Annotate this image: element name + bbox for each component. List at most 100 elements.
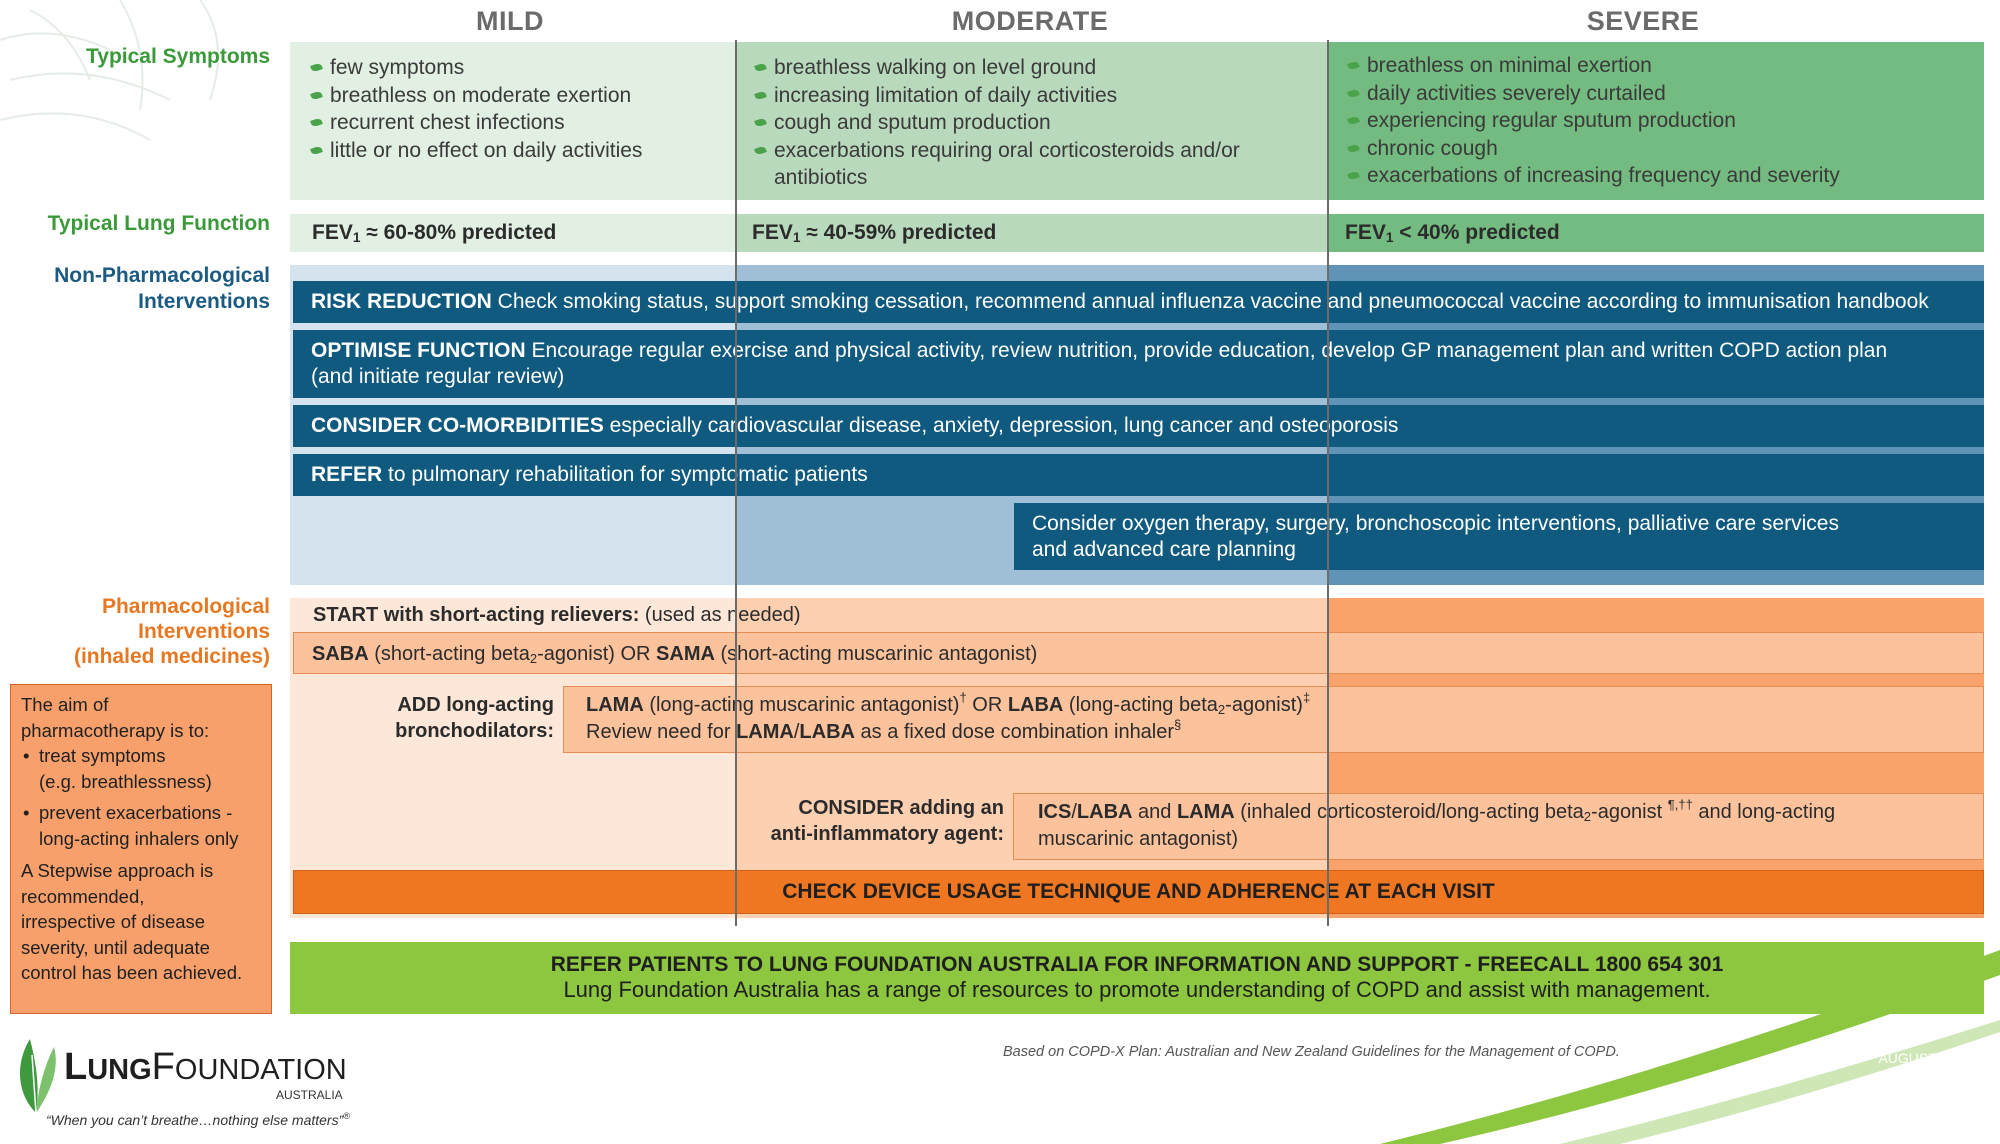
sama-text: (short-acting muscarinic antagonist) bbox=[714, 643, 1038, 665]
fev-moderate: FEV1 ≈ 40-59% predicted bbox=[736, 214, 1328, 252]
bar-text: especially cardiovascular disease, anxie… bbox=[603, 414, 1399, 437]
list-item: little or no effect on daily activities bbox=[308, 137, 735, 165]
row-label-pharm-line1: Pharmacological bbox=[101, 595, 270, 618]
slash: / bbox=[1071, 801, 1077, 823]
saba-text: -agonist) OR bbox=[537, 643, 657, 665]
refer-lung-foundation-banner: REFER PATIENTS TO LUNG FOUNDATION AUSTRA… bbox=[290, 942, 1984, 1014]
risk-reduction-bar: RISK REDUCTION Check smoking status, sup… bbox=[293, 281, 1984, 323]
review-text: Review need for bbox=[586, 721, 737, 743]
review-text: as a fixed dose combination inhaler bbox=[854, 721, 1175, 743]
oxygen-therapy-bar: Consider oxygen therapy, surgery, bronch… bbox=[1014, 503, 1984, 570]
row-label-pharm: Pharmacological Interventions (inhaled m… bbox=[10, 594, 270, 669]
lama-text: (long-acting muscarinic antagonist) bbox=[643, 694, 960, 716]
label-line: CONSIDER adding an bbox=[798, 797, 1004, 819]
fev-subscript: 1 bbox=[1385, 230, 1394, 245]
co-morbidities-bar: CONSIDER CO-MORBIDITIES especially cardi… bbox=[293, 405, 1984, 447]
row-label-pharm-line2: Interventions bbox=[138, 620, 270, 643]
ics-text: -agonist bbox=[1591, 801, 1668, 823]
row-label-non-pharm-line2: Interventions bbox=[138, 290, 270, 313]
subscript: 2 bbox=[1583, 809, 1592, 824]
logo-letter: L bbox=[64, 1046, 88, 1088]
list-item: breathless on minimal exertion bbox=[1345, 52, 1984, 80]
symptoms-severe-panel: breathless on minimal exertion daily act… bbox=[1329, 42, 1984, 200]
start-text: (used as needed) bbox=[639, 604, 801, 626]
label-line: ADD long-acting bbox=[397, 694, 554, 716]
aim-text: irrespective of disease bbox=[21, 911, 206, 932]
fev-label: FEV bbox=[1345, 221, 1386, 244]
aim-text: severity, until adequate bbox=[21, 936, 210, 958]
add-long-acting-label: ADD long-acting bronchodilators: bbox=[300, 692, 554, 744]
row-label-lung-function: Typical Lung Function bbox=[47, 212, 270, 235]
bar-text: Check smoking status, support smoking ce… bbox=[491, 290, 1929, 313]
symptoms-mild-panel: few symptoms breathless on moderate exer… bbox=[290, 42, 735, 200]
list-item: breathless walking on level ground bbox=[752, 54, 1328, 82]
start-heading: START with short-acting relievers: bbox=[313, 604, 640, 626]
lama-label: LAMA bbox=[586, 694, 644, 716]
logo-letters: UNG bbox=[87, 1054, 152, 1086]
fev-label: FEV bbox=[752, 221, 793, 244]
banner-heading: REFER PATIENTS TO LUNG FOUNDATION AUSTRA… bbox=[550, 953, 1724, 976]
label-line: anti-inflammatory agent: bbox=[770, 823, 1004, 845]
check-device-bar: CHECK DEVICE USAGE TECHNIQUE AND ADHEREN… bbox=[293, 870, 1984, 914]
aim-bullet-text: long-acting inhalers only bbox=[39, 827, 239, 849]
ics-text: (inhaled corticosteroid/long-acting beta bbox=[1234, 801, 1584, 823]
column-header-severe: SEVERE bbox=[1586, 6, 1700, 36]
fev-subscript: 1 bbox=[792, 230, 801, 245]
slash: / bbox=[793, 721, 800, 743]
list-item: breathless on moderate exertion bbox=[308, 82, 735, 110]
start-relievers-text: START with short-acting relievers: (used… bbox=[313, 602, 1213, 632]
laba-label: LABA bbox=[1076, 801, 1133, 823]
laba-label: LABA bbox=[799, 721, 855, 743]
subscript: 2 bbox=[1217, 702, 1226, 717]
bar-text-line2: and advanced care planning bbox=[1032, 538, 1296, 561]
saba-text: (short-acting beta bbox=[368, 643, 530, 665]
bar-heading: RISK REDUCTION bbox=[311, 290, 492, 313]
label-line: bronchodilators: bbox=[395, 720, 554, 742]
saba-sama-box: SABA (short-acting beta2-agonist) OR SAM… bbox=[293, 632, 1984, 674]
laba-text: -agonist) bbox=[1225, 694, 1303, 716]
aim-text: control has been achieved. bbox=[21, 962, 243, 983]
aim-text: A Stepwise approach is bbox=[21, 860, 214, 881]
logo-tagline: “When you can’t breathe…nothing else mat… bbox=[46, 1111, 406, 1129]
list-item: treat symptoms(e.g. breathlessness) bbox=[21, 743, 261, 794]
fev-severe: FEV1 < 40% predicted bbox=[1329, 214, 1984, 252]
symptoms-moderate-panel: breathless walking on level ground incre… bbox=[736, 42, 1328, 200]
or-text: OR bbox=[966, 694, 1008, 716]
row-label-non-pharm: Non-Pharmacological Interventions bbox=[10, 263, 270, 315]
lung-foundation-leaf-logo-icon bbox=[19, 1039, 56, 1114]
aim-text: recommended, bbox=[21, 885, 145, 907]
fev-value: ≈ 60-80% predicted bbox=[360, 221, 557, 244]
column-divider-mild-moderate bbox=[735, 40, 737, 926]
list-item: chronic cough bbox=[1345, 135, 1984, 163]
logo-letter: F bbox=[151, 1046, 175, 1088]
footnote-mark: ¶,†† bbox=[1667, 797, 1693, 812]
footnote-mark: † bbox=[959, 690, 967, 705]
list-item: recurrent chest infections bbox=[308, 109, 735, 137]
registered-mark: ® bbox=[343, 1111, 350, 1121]
fev-value: ≈ 40-59% predicted bbox=[800, 221, 997, 244]
saba-label: SABA bbox=[312, 643, 369, 665]
column-divider-moderate-severe bbox=[1327, 40, 1329, 926]
banner-text: Lung Foundation Australia has a range of… bbox=[563, 977, 1711, 1002]
list-item: increasing limitation of daily activitie… bbox=[752, 82, 1328, 110]
aim-bullet-text: (e.g. breathlessness) bbox=[39, 770, 212, 792]
aim-bullet-text: prevent exacerbations - bbox=[39, 802, 233, 823]
bar-text: to pulmonary rehabilitation for symptoma… bbox=[382, 463, 868, 486]
leaf-watermark bbox=[0, 0, 219, 141]
tagline-text: “When you can’t breathe…nothing else mat… bbox=[46, 1112, 344, 1128]
aim-of-pharmacotherapy-box: The aim of pharmacotherapy is to: treat … bbox=[10, 684, 272, 1014]
and-text: and bbox=[1132, 801, 1177, 823]
list-item: exacerbations of increasing frequency an… bbox=[1345, 162, 1984, 190]
consider-anti-inflammatory-label: CONSIDER adding an anti-inflammatory age… bbox=[740, 795, 1004, 847]
list-item: daily activities severely curtailed bbox=[1345, 80, 1984, 108]
bar-heading: REFER bbox=[311, 463, 383, 486]
optimise-function-bar: OPTIMISE FUNCTION Encourage regular exer… bbox=[293, 330, 1984, 398]
row-label-pharm-line3: (inhaled medicines) bbox=[73, 645, 270, 668]
ics-text-line2: muscarinic antagonist) bbox=[1038, 828, 1239, 850]
row-label-non-pharm-line1: Non-Pharmacological bbox=[54, 264, 270, 287]
date-label: AUGUST 2017 bbox=[1878, 1050, 1972, 1066]
subscript: 2 bbox=[529, 651, 538, 666]
lama-laba-box: LAMA (long-acting muscarinic antagonist)… bbox=[563, 686, 1984, 753]
ics-laba-lama-box: ICS/LABA and LAMA (inhaled corticosteroi… bbox=[1013, 793, 1984, 860]
laba-text: (long-acting beta bbox=[1063, 694, 1218, 716]
